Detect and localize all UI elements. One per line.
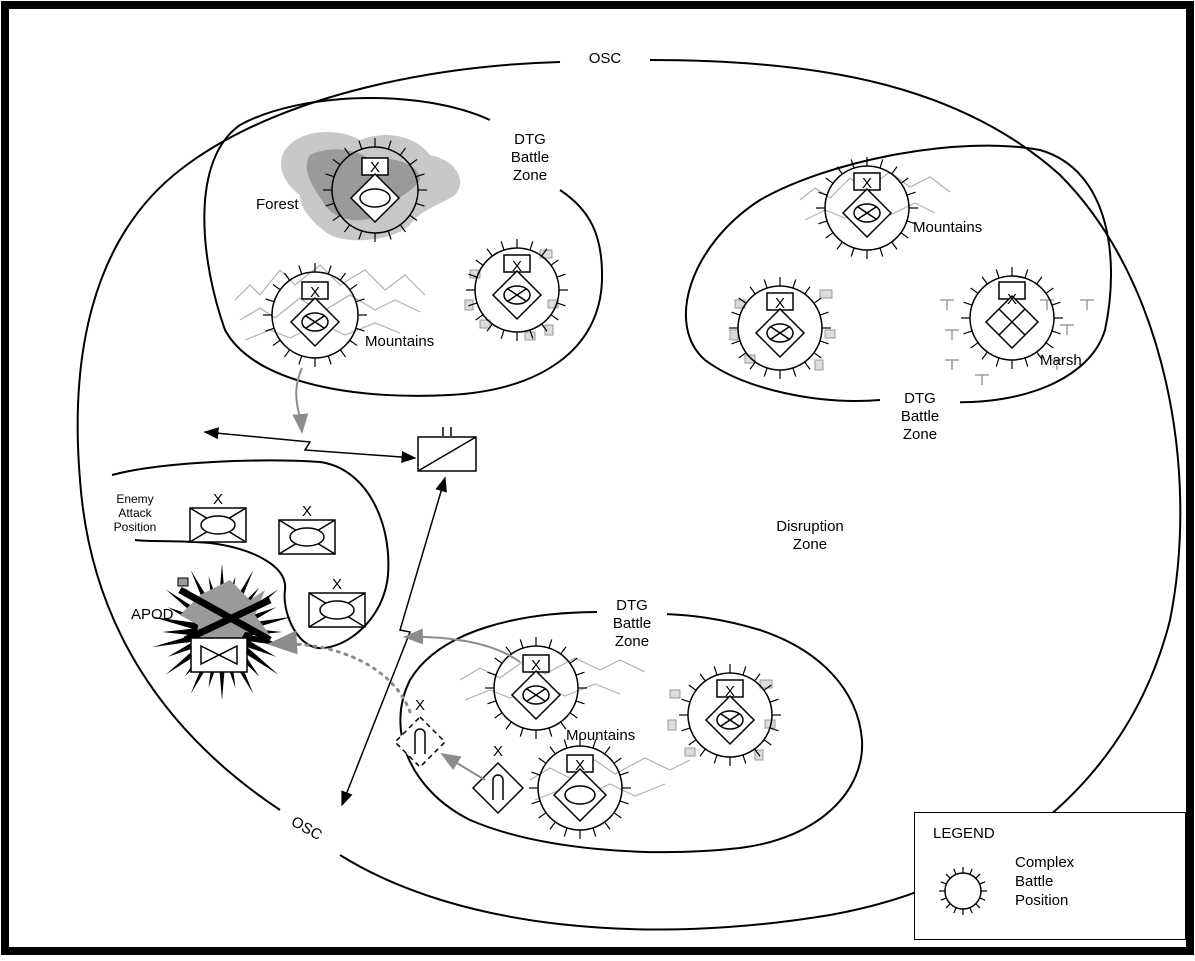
cbp-forest xyxy=(323,138,427,242)
echelon-x-mark: X xyxy=(862,175,872,192)
dtg-zone-label-top: DTG Battle Zone xyxy=(510,131,550,184)
enemy-unit-3 xyxy=(308,592,366,628)
legend-box: LEGEND Complex Battle Position xyxy=(914,812,1186,940)
enemy-attack-position-label: Enemy Attack Position xyxy=(113,492,157,534)
legend-cbp-mark xyxy=(939,867,987,915)
cbp-mountains-bottom xyxy=(485,637,587,739)
echelon-x-mark: X xyxy=(512,258,522,275)
complex-battle-position-icon xyxy=(939,867,987,915)
cbp-marsh xyxy=(961,267,1063,369)
echelon-x-mark: X xyxy=(415,697,425,714)
cbp-armor-bottom xyxy=(529,737,631,839)
echelon-x-mark: X xyxy=(213,491,223,508)
arrows xyxy=(203,367,521,807)
enemy-units xyxy=(189,507,366,628)
gray-arrow-from-mountains xyxy=(403,628,521,663)
enemy-unit-2 xyxy=(278,519,336,555)
echelon-x-mark: X xyxy=(302,503,312,520)
dtg-zone-right xyxy=(684,144,1113,404)
echelon-x-mark: X xyxy=(1007,291,1017,308)
battalion-command-post xyxy=(417,427,477,472)
dtg-zone-top-left xyxy=(203,97,604,397)
unit-urban-bottom xyxy=(704,679,756,746)
cbp-urban-right xyxy=(729,277,831,379)
unit-urban-top xyxy=(491,254,543,321)
cbp-urban-bottom xyxy=(679,664,781,766)
echelon-x-mark: X xyxy=(775,295,785,312)
comm-arrow-left xyxy=(203,427,417,464)
echelon-x-mark: X xyxy=(725,683,735,700)
mountains-label-bottom: Mountains xyxy=(566,727,636,744)
dotted-arrow-to-apod xyxy=(267,630,412,714)
forest-label: Forest xyxy=(256,196,299,213)
unit-forest xyxy=(349,157,401,224)
cbp-urban-top xyxy=(466,239,568,341)
echelon-x-mark: X xyxy=(531,657,541,674)
enemy-unit-1 xyxy=(189,507,247,543)
gray-arrow-down xyxy=(292,367,309,434)
disruption-zone-label: Disruption Zone xyxy=(776,518,844,553)
recon-unit xyxy=(471,761,525,815)
legend-symbol-label: Complex Battle Position xyxy=(1015,854,1075,909)
unit-symbols xyxy=(289,157,1040,823)
cbp-mountains-right xyxy=(816,157,918,259)
apod-airfield-unit xyxy=(190,637,248,673)
unit-armor-bottom xyxy=(552,754,608,823)
legend-title: LEGEND xyxy=(933,825,995,842)
unit-mountains-right xyxy=(841,172,893,239)
echelon-x-mark: X xyxy=(332,576,342,593)
echelon-marks: XXXXXXXXXXXXXXX xyxy=(213,159,1017,774)
mountains-label-left: Mountains xyxy=(365,333,435,350)
unit-marsh xyxy=(984,281,1040,350)
marsh-terrain xyxy=(940,299,1094,385)
echelon-x-mark: X xyxy=(493,743,503,760)
apod-label: APOD xyxy=(131,606,174,623)
echelon-x-mark: X xyxy=(370,159,380,176)
apod-explosion xyxy=(151,563,293,701)
dtg-zone-label-bottom: DTG Battle Zone xyxy=(597,597,667,651)
echelon-x-mark: X xyxy=(310,284,320,301)
unit-urban-right xyxy=(754,292,806,359)
complex-battle-positions xyxy=(263,138,1063,839)
echelon-x-mark: X xyxy=(575,757,585,774)
recon-unit-dashed xyxy=(393,715,447,769)
osc-boundary xyxy=(76,59,1182,931)
mountains-terrain xyxy=(234,171,951,801)
cbp-mountains-left xyxy=(263,263,367,367)
unit-mountains-bottom xyxy=(510,654,562,721)
mountains-label-right: Mountains xyxy=(913,219,983,236)
gray-arrow-recon xyxy=(440,752,486,781)
unit-mountains-left xyxy=(289,281,341,348)
dtg-zone-label-right: DTG Battle Zone xyxy=(880,390,960,444)
osc-label-top: OSC xyxy=(570,50,640,68)
marsh-label: Marsh xyxy=(1040,352,1082,369)
